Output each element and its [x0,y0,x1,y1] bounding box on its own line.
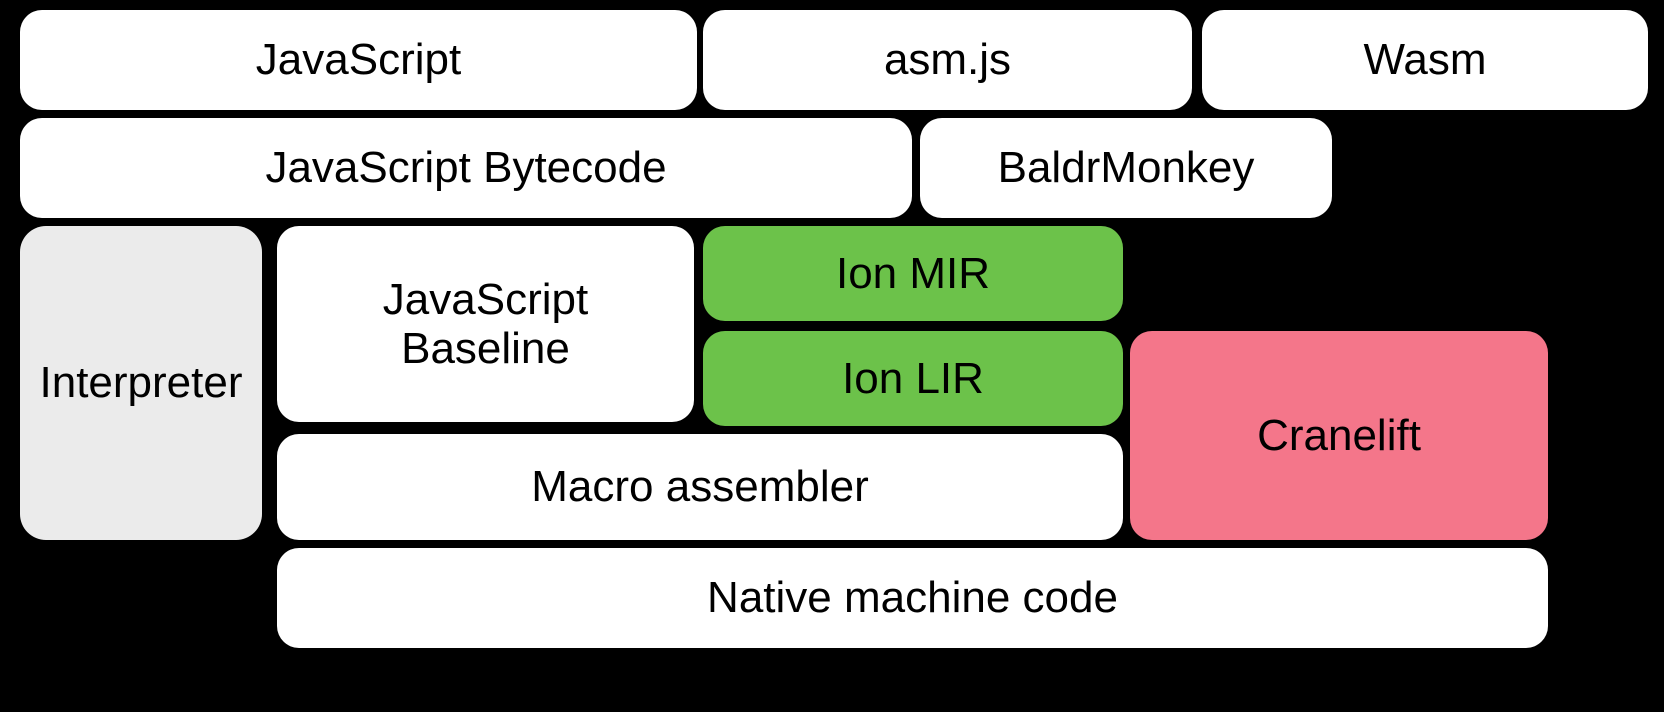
node-baldrmonkey[interactable]: BaldrMonkey [920,118,1332,218]
node-javascript[interactable]: JavaScript [20,10,697,110]
node-macro-assembler[interactable]: Macro assembler [277,434,1123,540]
node-ion-mir[interactable]: Ion MIR [703,226,1123,321]
node-interpreter[interactable]: Interpreter [20,226,262,540]
node-native-machine-code[interactable]: Native machine code [277,548,1548,648]
node-asm-js[interactable]: asm.js [703,10,1192,110]
node-wasm[interactable]: Wasm [1202,10,1648,110]
node-javascript-baseline[interactable]: JavaScript Baseline [277,226,694,422]
node-ion-lir[interactable]: Ion LIR [703,331,1123,426]
node-cranelift[interactable]: Cranelift [1130,331,1548,540]
node-javascript-bytecode[interactable]: JavaScript Bytecode [20,118,912,218]
